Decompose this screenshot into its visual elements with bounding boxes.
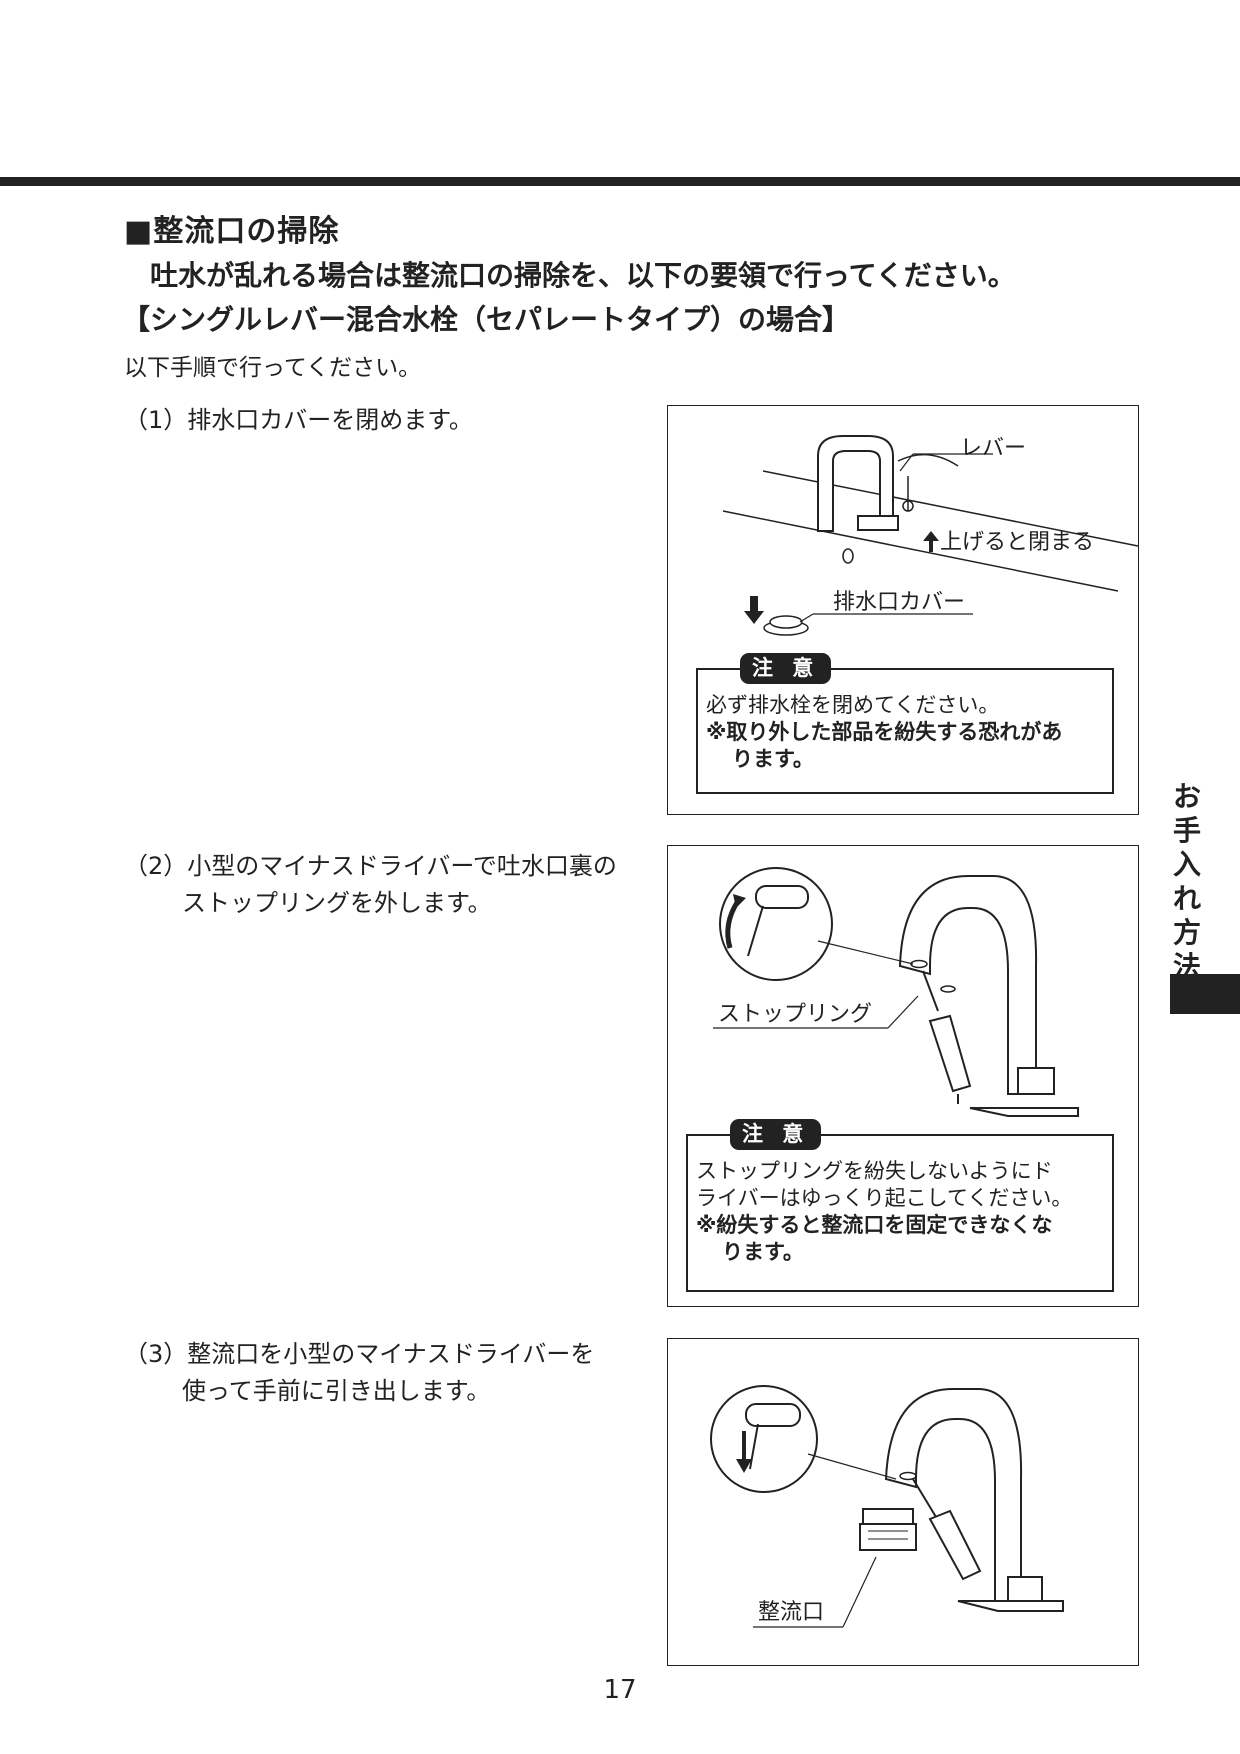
- label-stop-ring: ストップリング: [718, 1002, 873, 1027]
- step-2-number: （2）: [124, 852, 188, 880]
- intro-note: 以下手順で行ってください。: [124, 355, 422, 381]
- caution-badge: 注 意: [730, 1119, 822, 1150]
- step-1-line1: 排水口カバーを閉めます。: [187, 406, 473, 434]
- step-2-line1: 小型のマイナスドライバーで吐水口裏の: [187, 852, 617, 880]
- step-2-caution: 注 意 ストップリングを紛失しないようにド ライバーはゆっくり起こしてください。…: [686, 1119, 1114, 1292]
- step-1-figure: レバー 上げると閉まる 排水口カバー 注 意 必ず排水栓を閉めてください。 ※取…: [667, 405, 1139, 815]
- step-2-text: （2）小型のマイナスドライバーで吐水口裏の ストップリングを外します。: [124, 848, 617, 922]
- label-lift-to-close: 上げると閉まる: [940, 530, 1095, 555]
- step-3-line2: 使って手前に引き出します。: [182, 1377, 491, 1405]
- step-2-figure: ストップリング 注 意 ストップリングを紛失しないようにド ライバーはゆっくり起…: [667, 845, 1139, 1307]
- faucet-stopring-illustration: [713, 867, 1079, 1117]
- caution-badge: 注 意: [740, 653, 832, 684]
- step-3-text: （3）整流口を小型のマイナスドライバーを 使って手前に引き出します。: [124, 1336, 594, 1410]
- label-aerator: 整流口: [758, 1600, 825, 1625]
- section-title: ■整流口の掃除: [124, 214, 340, 249]
- page-number: 17: [603, 1675, 637, 1705]
- faucet-lever-illustration: [722, 435, 1139, 636]
- lead-text: 吐水が乱れる場合は整流口の掃除を、以下の要領で行ってください。: [150, 259, 1016, 292]
- step-3-figure: 整流口: [667, 1338, 1139, 1666]
- label-drain-cover: 排水口カバー: [833, 590, 966, 615]
- step-3-number: （3）: [124, 1340, 188, 1368]
- step-3-line1: 整流口を小型のマイナスドライバーを: [187, 1340, 595, 1368]
- label-lever: レバー: [960, 436, 1027, 461]
- subheading: 【シングルレバー混合水栓（セパレートタイプ）の場合】: [122, 303, 851, 336]
- step-1-caution: 注 意 必ず排水栓を閉めてください。 ※取り外した部品を紛失する恐れがあ ります…: [696, 653, 1114, 794]
- side-tab-marker: [1170, 974, 1240, 1014]
- faucet-aerator-illustration: [710, 1385, 1064, 1628]
- side-tab-label: お手入れ方法: [1172, 780, 1201, 983]
- header-rule: [0, 177, 1240, 186]
- step-2-line2: ストップリングを外します。: [182, 889, 492, 917]
- step-1-number: （1）: [124, 406, 188, 434]
- step-1-text: （1）排水口カバーを閉めます。: [124, 402, 473, 439]
